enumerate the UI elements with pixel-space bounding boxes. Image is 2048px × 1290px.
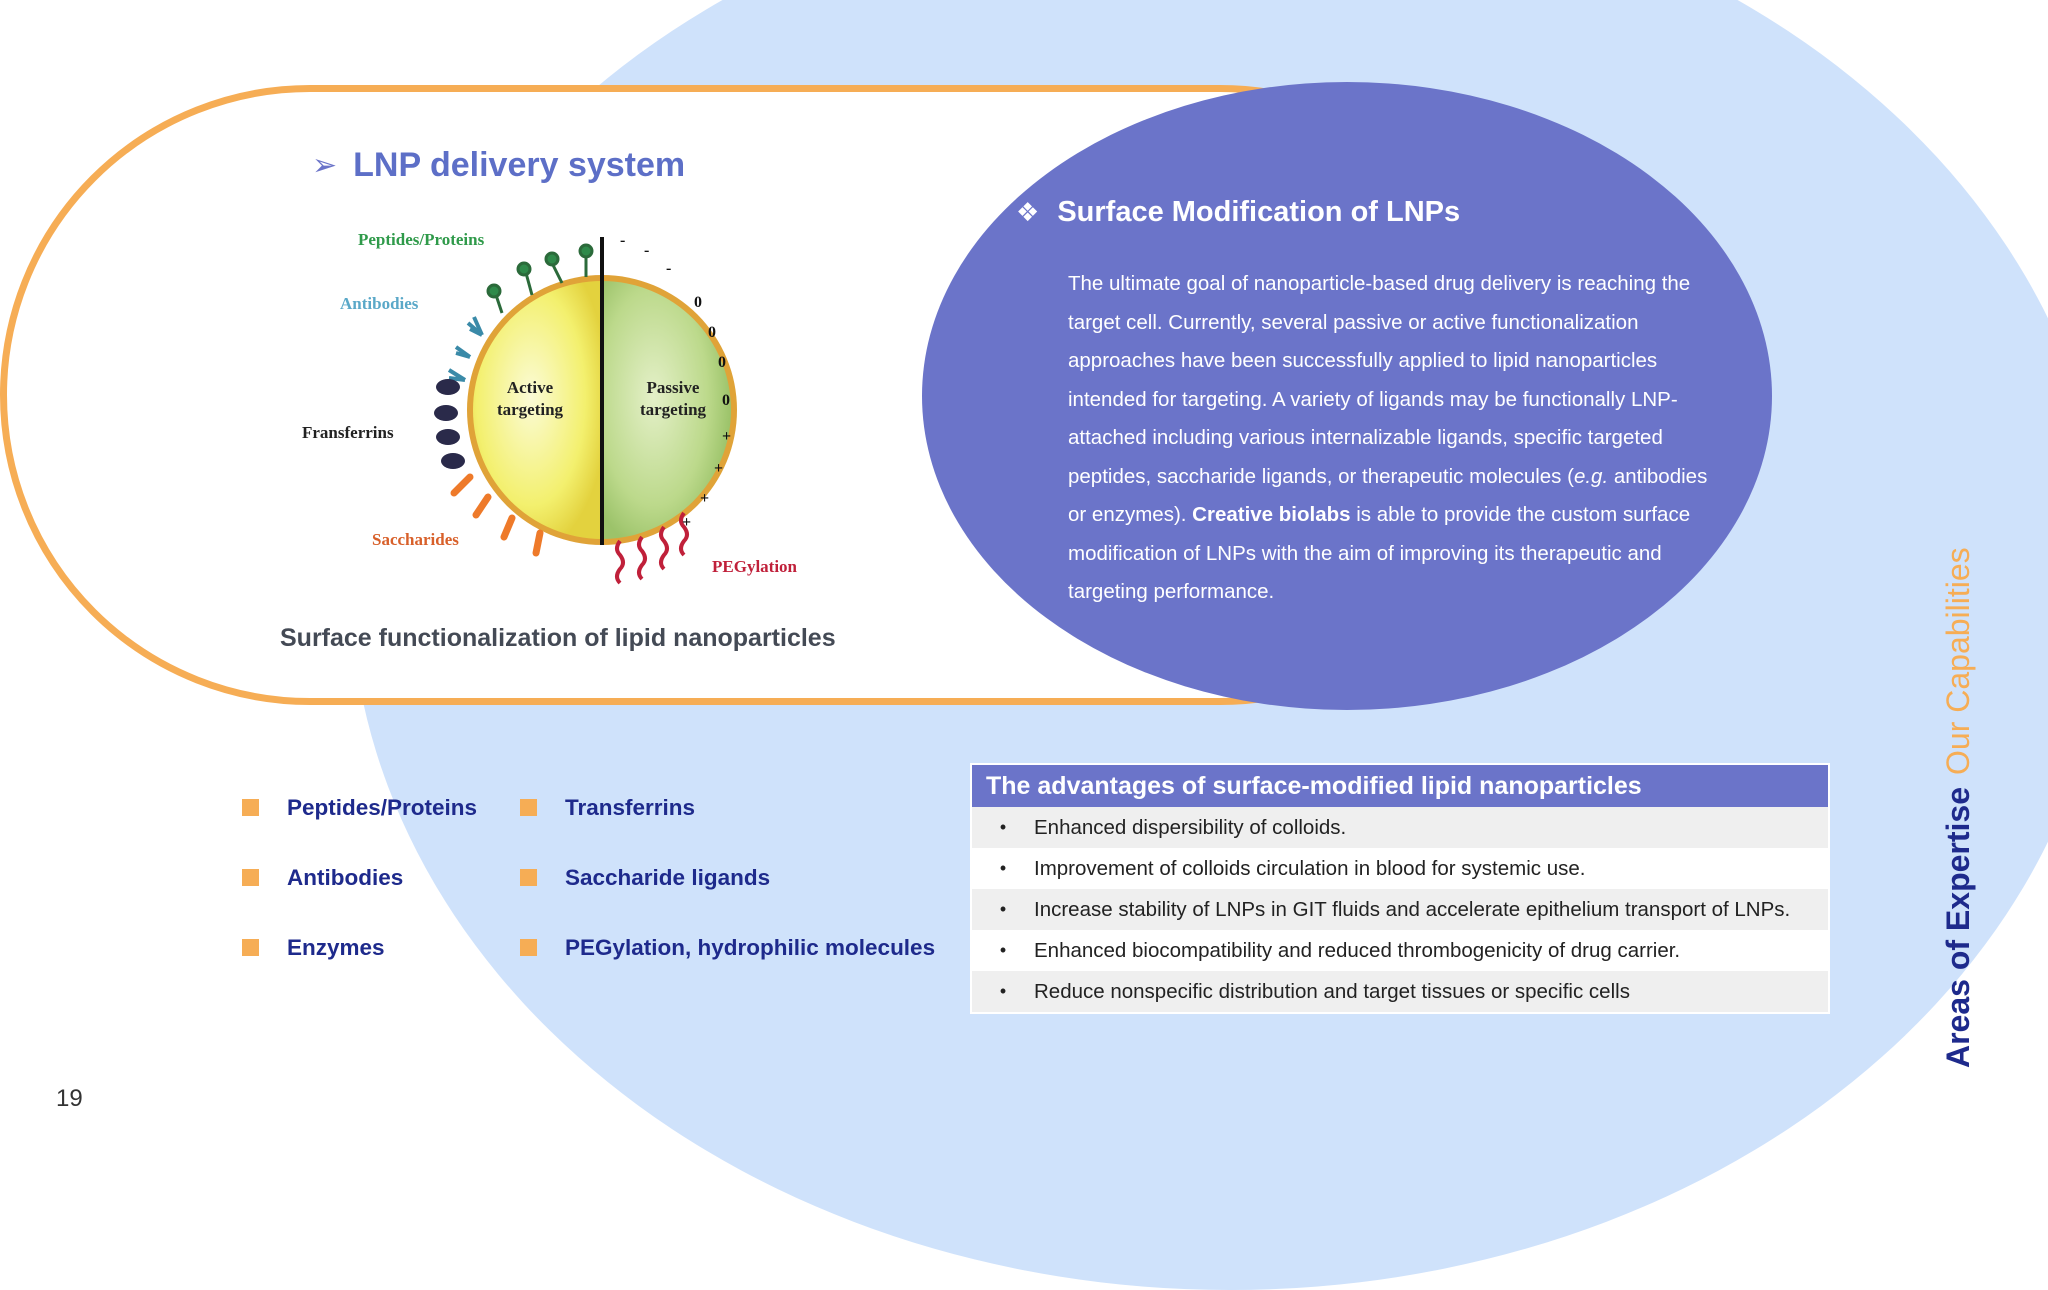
- row-text: Reduce nonspecific distribution and targ…: [1034, 979, 1630, 1003]
- saccharide-ligands: [450, 473, 544, 557]
- square-bullet-icon: [242, 939, 259, 956]
- charge-marks: --- 000 0++ ++: [620, 232, 731, 531]
- square-bullet-icon: [520, 799, 537, 816]
- list-item: Transferrins: [520, 794, 935, 821]
- body-part-1: The ultimate goal of nanoparticle-based …: [1068, 272, 1691, 488]
- svg-text:0: 0: [718, 354, 726, 371]
- svg-text:+: +: [700, 490, 709, 507]
- lnp-diagram: --- 000 0++ ++ Peptides/Proteins Antibod…: [302, 230, 798, 585]
- diamond-bullet-icon: ❖: [1016, 197, 1040, 227]
- label-passive: Passive: [647, 378, 700, 397]
- svg-text:-: -: [666, 260, 671, 277]
- surface-mod-title: Surface Modification of LNPs: [1057, 196, 1461, 228]
- ligand-list-col1: Peptides/Proteins Antibodies Enzymes: [242, 794, 477, 961]
- list-label: PEGylation, hydrophilic molecules: [565, 934, 936, 960]
- section-heading: ➢ LNP delivery system: [312, 146, 685, 185]
- row-bullet: •: [999, 940, 1007, 960]
- transferrin-ligands: [434, 379, 465, 469]
- page-number: 19: [56, 1085, 83, 1112]
- row-bullet: •: [999, 981, 1007, 1001]
- label-peptides: Peptides/Proteins: [358, 230, 485, 249]
- peptide-ligands: [486, 243, 594, 314]
- list-item: PEGylation, hydrophilic molecules: [520, 934, 935, 961]
- label-pegylation: PEGylation: [712, 557, 798, 576]
- table-row: • Reduce nonspecific distribution and tar…: [972, 971, 1828, 1012]
- description-bubble: [922, 82, 1772, 710]
- list-item: Saccharide ligands: [520, 864, 935, 891]
- svg-text:+: +: [714, 460, 723, 477]
- svg-text:0: 0: [694, 294, 702, 311]
- square-bullet-icon: [520, 939, 537, 956]
- list-label: Peptides/Proteins: [287, 794, 478, 820]
- row-text: Improvement of colloids circulation in b…: [1034, 856, 1586, 880]
- body-part-2: antibodies or enzymes).: [1068, 464, 1708, 527]
- square-bullet-icon: [242, 869, 259, 886]
- peg-chains: [615, 511, 689, 585]
- passive-half: [602, 281, 731, 539]
- ligand-list-col2: Transferrins Saccharide ligands PEGylati…: [520, 794, 935, 961]
- diagram-caption: Surface functionalization of lipid nanop…: [280, 624, 836, 652]
- body-eg: e.g.: [1573, 464, 1609, 488]
- advantages-header: The advantages of surface-modified lipid…: [972, 765, 1828, 807]
- antibody-ligands: [447, 316, 484, 382]
- list-item: Enzymes: [242, 934, 477, 961]
- advantages-table: The advantages of surface-modified lipid…: [970, 763, 1830, 1014]
- row-text: Enhanced dispersibility of colloids.: [1034, 815, 1347, 839]
- brand-name: Creative biolabs: [1192, 503, 1351, 526]
- label-active: Active: [507, 378, 554, 397]
- active-half: [473, 281, 602, 539]
- side-title-expertise: Areas of Expertise: [1940, 786, 1976, 1068]
- square-bullet-icon: [520, 869, 537, 886]
- list-label: Transferrins: [565, 794, 696, 820]
- label-transferrins: Fransferrins: [302, 423, 394, 442]
- list-label: Enzymes: [287, 934, 385, 960]
- svg-text:-: -: [644, 242, 649, 259]
- label-antibodies: Antibodies: [340, 294, 419, 313]
- row-bullet: •: [999, 858, 1007, 878]
- table-row: • Improvement of colloids circulation in …: [972, 848, 1828, 889]
- svg-text:0: 0: [722, 392, 730, 409]
- svg-text:+: +: [682, 514, 691, 531]
- advantages-body: • Enhanced dispersibility of colloids. • I…: [972, 807, 1828, 1012]
- list-item: Peptides/Proteins: [242, 794, 477, 821]
- svg-text:0: 0: [708, 324, 716, 341]
- list-label: Antibodies: [287, 864, 404, 890]
- table-row: • Increase stability of LNPs in GIT fluid…: [972, 889, 1828, 930]
- svg-text:-: -: [620, 232, 625, 249]
- body-part-3: is able to provide the custom surface mo…: [1068, 503, 1691, 603]
- side-title-capabilities: Our Capabilities: [1940, 547, 1976, 775]
- lnp-title: LNP delivery system: [353, 146, 686, 184]
- table-row: • Enhanced dispersibility of colloids.: [972, 807, 1828, 848]
- row-bullet: •: [999, 817, 1007, 837]
- list-label: Saccharide ligands: [565, 864, 771, 890]
- surface-mod-text: The ultimate goal of nanoparticle-based …: [1068, 265, 1708, 612]
- square-bullet-icon: [242, 799, 259, 816]
- description-heading: ❖ Surface Modification of LNPs: [1016, 196, 1460, 229]
- side-title: Areas of Expertise Our Capabilities: [1940, 547, 1977, 1068]
- list-item: Antibodies: [242, 864, 477, 891]
- label-active-targeting: targeting: [497, 400, 564, 419]
- row-bullet: •: [999, 899, 1007, 919]
- label-saccharides: Saccharides: [372, 530, 459, 549]
- label-passive-targeting: targeting: [640, 400, 707, 419]
- table-row: • Enhanced biocompatibility and reduced t…: [972, 930, 1828, 971]
- arrow-bullet-icon: ➢: [312, 148, 338, 182]
- row-text: Enhanced biocompatibility and reduced th…: [1034, 938, 1681, 962]
- svg-text:+: +: [722, 428, 731, 445]
- row-text: Increase stability of LNPs in GIT fluids…: [1034, 897, 1791, 921]
